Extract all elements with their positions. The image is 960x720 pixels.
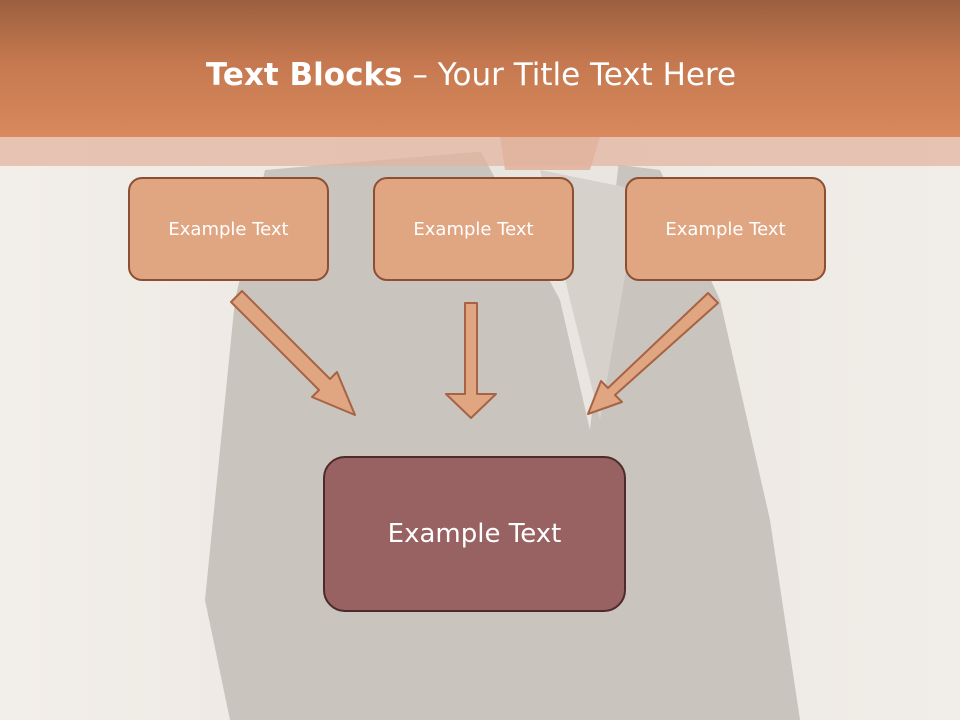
- slide-title-separator: –: [402, 57, 438, 93]
- slide-title-bold: Text Blocks: [205, 57, 403, 93]
- source-box-3[interactable]: Example Text: [625, 177, 826, 281]
- title-header-band: [0, 0, 960, 137]
- target-box[interactable]: Example Text: [323, 456, 626, 612]
- slide-title: Text Blocks – Your Title Text Here: [0, 52, 942, 98]
- source-box-2[interactable]: Example Text: [373, 177, 574, 281]
- arrow-left-diagonal: [230, 290, 356, 416]
- source-box-2-label: Example Text: [413, 218, 534, 240]
- slide-title-rest: Your Title Text Here: [437, 57, 737, 93]
- arrow-center-down: [445, 302, 497, 419]
- source-box-3-label: Example Text: [665, 218, 786, 240]
- arrow-right-diagonal: [587, 292, 719, 415]
- source-box-1[interactable]: Example Text: [128, 177, 329, 281]
- source-box-1-label: Example Text: [168, 218, 289, 240]
- title-header-strip: [0, 137, 960, 166]
- target-box-label: Example Text: [387, 519, 562, 549]
